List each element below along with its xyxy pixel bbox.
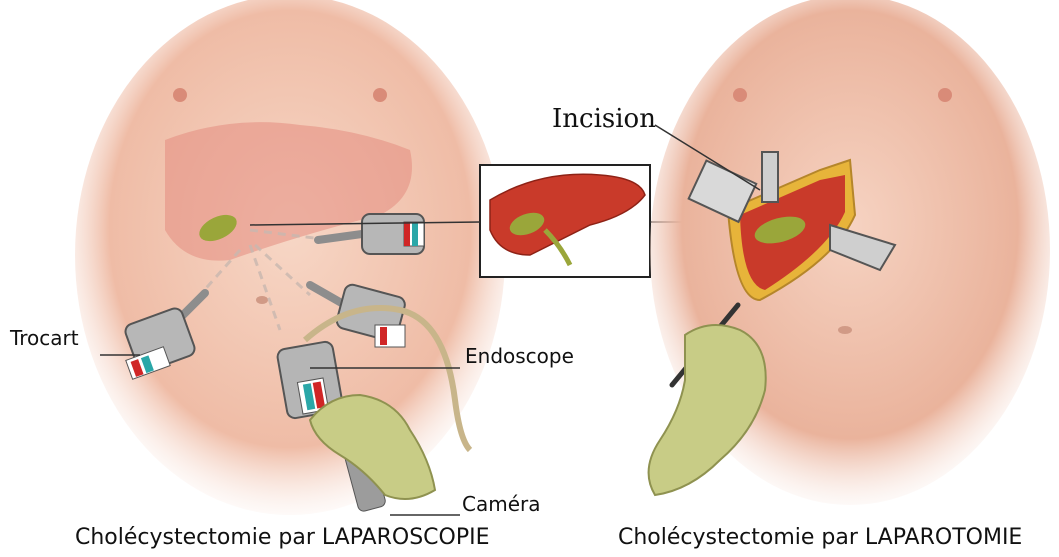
caption-laparotomy: Cholécystectomie par LAPAROTOMIE [618, 527, 1022, 549]
gloved-hand-icon [649, 325, 766, 495]
nipple-left [173, 88, 187, 102]
navel-left [256, 296, 268, 304]
label-incision: Incision [552, 106, 656, 132]
torso-left [75, 0, 505, 515]
label-endoscope: Endoscope [465, 346, 574, 366]
label-camera: Caméra [462, 494, 541, 514]
caption-laparoscopy: Cholécystectomie par LAPAROSCOPIE [75, 527, 490, 549]
nipple-right [373, 88, 387, 102]
navel-right [838, 326, 852, 334]
liver-inset [480, 165, 650, 277]
label-trocart: Trocart [10, 328, 79, 348]
nipple-right [938, 88, 952, 102]
nipple-left [733, 88, 747, 102]
